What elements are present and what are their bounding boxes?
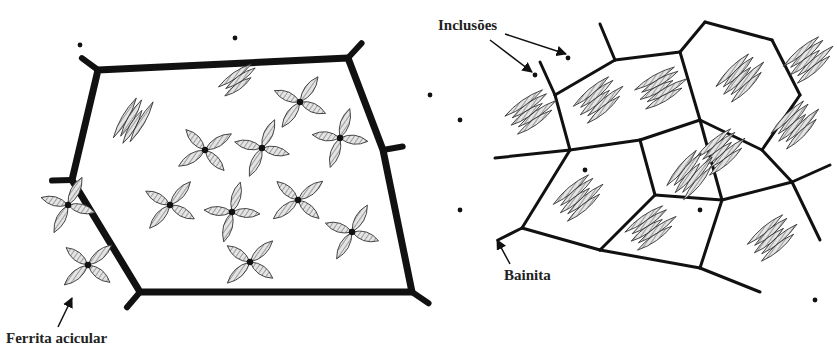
- inclusion-dot: [233, 36, 238, 41]
- phase-label: Ferrita acicular: [4, 329, 109, 347]
- bainite-sheaf: [218, 64, 255, 96]
- bainite-sheaf: [747, 215, 797, 261]
- grain-boundary: [600, 24, 615, 60]
- grain-boundary: [498, 228, 522, 240]
- grain-boundary: [762, 150, 792, 182]
- inclusion-dot: [297, 99, 303, 105]
- inclusion-dot: [698, 208, 703, 213]
- inclusion-dot: [247, 259, 253, 265]
- inclusion-dot: [566, 56, 571, 61]
- acicular-ferrite: [274, 77, 325, 127]
- bainite-sheaf: [113, 98, 153, 143]
- acicular-ferrite: [64, 245, 111, 285]
- grain-boundary: [495, 150, 570, 158]
- grain-boundary-stub: [52, 177, 72, 184]
- inclusion-dot: [428, 93, 433, 98]
- inclusion-dot: [78, 43, 83, 48]
- acicular-ferrite: [146, 182, 195, 229]
- acicular-ferrite: [227, 241, 273, 283]
- grain-boundary-stub: [127, 292, 140, 307]
- bainite-sheaf: [771, 101, 819, 149]
- grain-boundary: [680, 52, 700, 120]
- grain-boundary: [522, 228, 600, 250]
- acicular-ferrite: [41, 177, 95, 232]
- acicular-ferrite: [235, 120, 290, 177]
- leader-line: [505, 34, 566, 54]
- acicular-ferrite: [179, 130, 232, 171]
- bainite-sheaf: [625, 206, 676, 250]
- bainite-sheaf: [783, 37, 833, 83]
- grain-boundary-stub: [412, 292, 429, 303]
- grain-boundary: [640, 140, 655, 195]
- grain-boundary: [640, 120, 700, 140]
- inclusion-dot: [167, 202, 173, 208]
- leader-line: [497, 240, 510, 264]
- bainite-sheaf: [553, 175, 603, 221]
- grain-boundary: [700, 268, 760, 292]
- inclusion-dot: [458, 118, 463, 123]
- inclusion-dot: [85, 262, 91, 268]
- grain-boundary: [680, 22, 705, 52]
- inclusion-dot: [259, 145, 265, 151]
- phase-label: Bainita: [502, 266, 553, 284]
- grain-boundary: [700, 200, 722, 268]
- inclusion-dot: [813, 298, 818, 303]
- grain-boundary: [615, 52, 680, 60]
- inclusion-dot: [202, 147, 208, 153]
- grain-boundary: [705, 22, 772, 40]
- leader-line: [58, 298, 72, 327]
- acicular-ferrite: [273, 181, 322, 219]
- inclusion-dot: [583, 168, 588, 173]
- grain-boundary-stub: [348, 43, 362, 58]
- grain-boundary: [522, 150, 570, 228]
- inclusion-dot: [229, 209, 235, 215]
- bainite-sheaf: [716, 54, 764, 102]
- grain-boundary: [555, 95, 570, 150]
- inclusion-dot: [349, 229, 355, 235]
- inclusion-dot: [458, 208, 463, 213]
- grain-boundary-stub: [82, 58, 98, 70]
- acicular-ferrite: [204, 182, 260, 242]
- acicular-ferrite: [325, 205, 378, 259]
- inclusion-label: Inclusões: [436, 16, 499, 34]
- inclusion-dot: [65, 202, 71, 208]
- acicular-ferrite: [312, 109, 368, 168]
- leader-line: [490, 40, 532, 72]
- grain-boundary: [792, 182, 820, 240]
- grain-boundary: [570, 140, 640, 150]
- grain-boundary-stub: [383, 147, 403, 150]
- inclusion-dot: [533, 73, 538, 78]
- grain-boundary: [722, 182, 792, 200]
- grain-boundary: [600, 250, 700, 268]
- bainite-sheaf: [505, 90, 556, 134]
- bainite-sheaf: [573, 77, 623, 123]
- bainite-sheaf: [635, 67, 687, 109]
- inclusion-dot: [337, 135, 343, 141]
- bainite-sheaf: [667, 150, 712, 199]
- inclusion-dot: [295, 197, 301, 203]
- grain-boundary: [792, 165, 830, 182]
- leader-lines: [58, 34, 566, 327]
- grain-boundary: [72, 58, 412, 292]
